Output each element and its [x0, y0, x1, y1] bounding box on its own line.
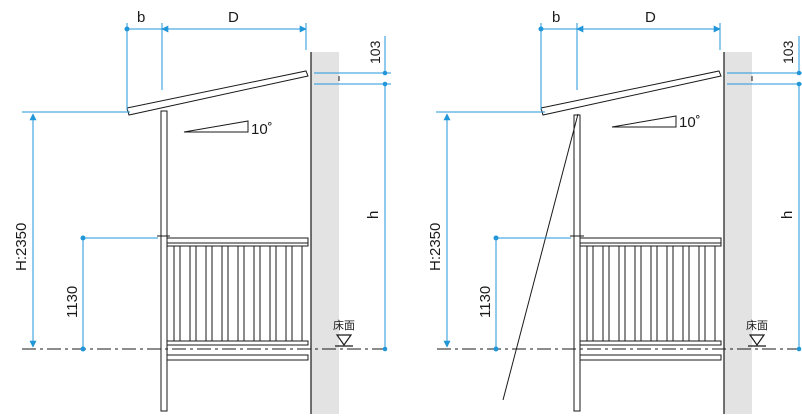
dim-b-label: b [552, 9, 560, 26]
floor-label: 床面 [746, 318, 768, 332]
slope-angle-icon [183, 120, 249, 133]
dim-1130-label: 1130 [64, 286, 81, 318]
dim-d-label: D [228, 9, 239, 26]
dim-103-label: 103 [780, 40, 796, 64]
dimensions: b D 103 h H:2350 1130 [427, 9, 802, 352]
railing [579, 237, 722, 361]
floor-label: 床面 [333, 318, 355, 332]
angle-label: 10˚ [679, 114, 701, 131]
support-post [573, 114, 581, 412]
diagram-left: 床面 10˚ b D 103 h [13, 9, 391, 414]
slope-angle-icon [611, 115, 677, 128]
angle-label: 10˚ [251, 121, 273, 138]
dim-h-label: h [779, 211, 796, 219]
dimensions: b D 103 h H:2350 1130 [13, 9, 391, 352]
dim-H-label: H:2350 [13, 223, 30, 271]
support-post [160, 110, 168, 412]
diagram-right: 床面 10˚ b D 103 h H:2 [427, 9, 802, 414]
canopy-roof [126, 70, 309, 116]
wall [311, 52, 339, 414]
floor-marker-icon [335, 334, 353, 347]
dim-d-label: D [645, 9, 656, 26]
dim-1130-label: 1130 [477, 286, 494, 318]
canopy-roof [540, 70, 722, 116]
dim-103-label: 103 [367, 40, 383, 64]
diagonal-line [502, 113, 579, 401]
dim-H-label: H:2350 [427, 223, 444, 271]
floor-marker-icon [748, 334, 766, 347]
wall [724, 52, 752, 414]
dim-h-label: h [365, 211, 382, 219]
railing [166, 237, 309, 361]
dim-b-label: b [137, 9, 145, 26]
